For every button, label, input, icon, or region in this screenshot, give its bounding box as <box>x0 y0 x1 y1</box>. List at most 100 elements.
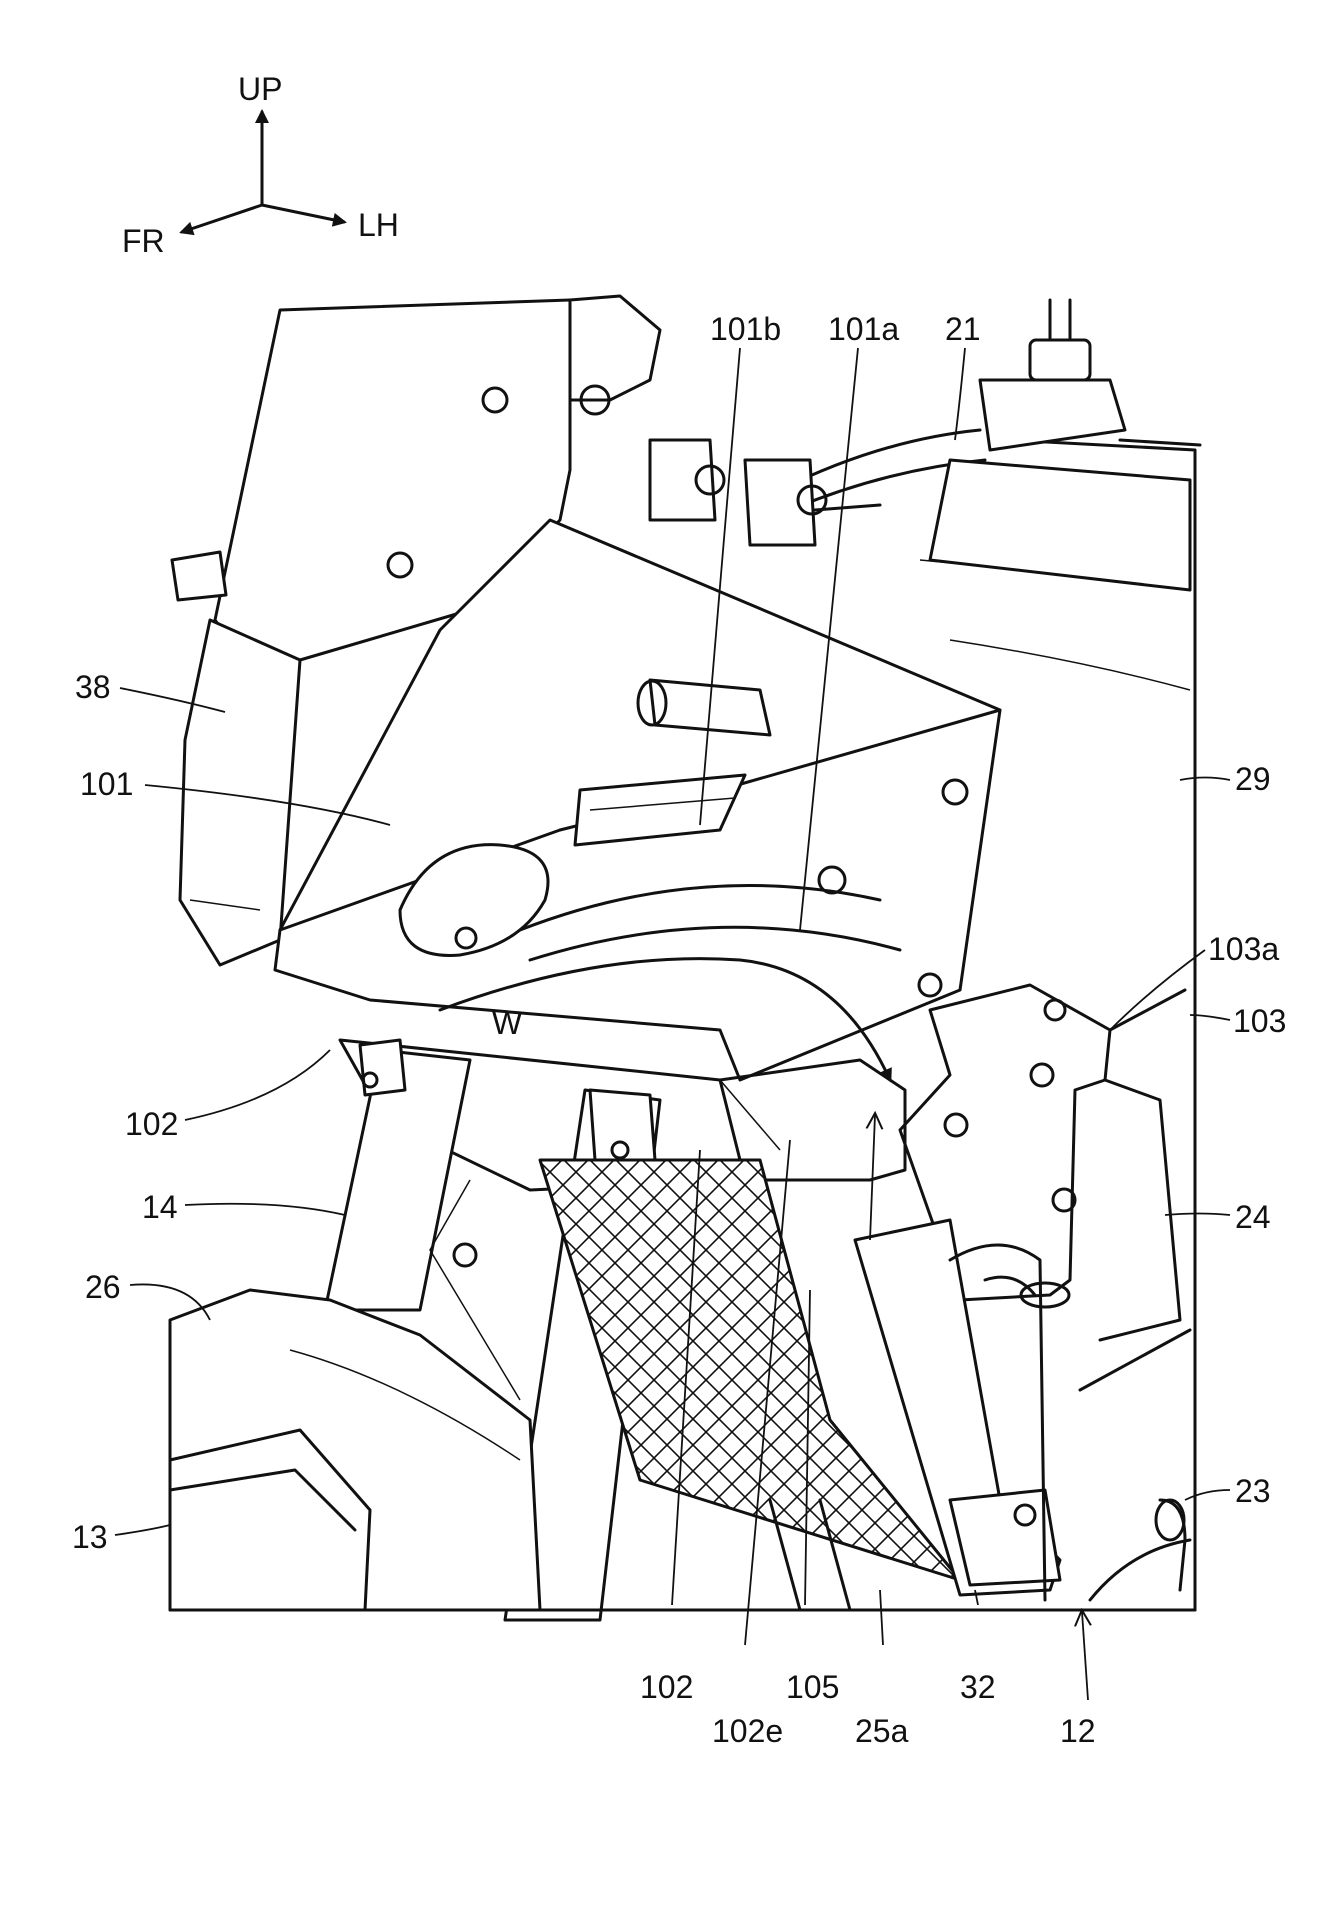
cable-pipe <box>1048 298 1072 347</box>
label-101a: 101a <box>828 311 899 347</box>
leader-101b <box>699 347 741 826</box>
duct-edge <box>719 1079 781 1151</box>
leader-29 <box>1179 776 1231 781</box>
bracket-bolt-4 <box>1051 1187 1077 1213</box>
mesh-line <box>0 1100 76 1660</box>
mesh-line <box>540 1160 753 1580</box>
mesh-line <box>1258 1100 1338 1660</box>
leader-24 <box>1164 1212 1231 1216</box>
label-101: 101 <box>80 766 133 802</box>
label-102-side: 102 <box>125 1106 178 1142</box>
mesh-line <box>0 1100 102 1660</box>
bracket-bolt-3 <box>943 1112 969 1138</box>
label-105: 105 <box>786 1669 839 1705</box>
mesh-line <box>1258 1100 1338 1660</box>
fork-clamp-2 <box>588 1088 657 1162</box>
grille-bolt <box>452 1242 478 1268</box>
mesh-line <box>540 1160 701 1580</box>
leader-26 <box>129 1283 211 1321</box>
leader-23 <box>1184 1489 1231 1501</box>
mesh-line <box>540 1160 675 1580</box>
leader-21 <box>954 347 966 441</box>
leader-lines <box>114 347 1231 1646</box>
leader-103 <box>1189 1014 1231 1021</box>
visor-bolt-2 <box>579 384 611 416</box>
mesh-line <box>540 1160 727 1580</box>
panel-24-line <box>1078 1328 1192 1392</box>
mesh-line <box>540 1160 805 1580</box>
mesh-line <box>815 1160 960 1580</box>
label-12: 12 <box>1060 1713 1096 1749</box>
side-panel-29-line <box>949 639 1191 691</box>
leader-101 <box>144 784 391 826</box>
label-25a: 25a <box>855 1713 909 1749</box>
mesh-line <box>1076 1100 1338 1660</box>
mesh-line <box>815 1160 960 1580</box>
mesh-line <box>1180 1100 1338 1660</box>
radiator-tank-32 <box>853 1218 1062 1597</box>
mesh-line <box>1206 1100 1338 1660</box>
mesh-line <box>0 1100 76 1660</box>
frame-12-arrow <box>1082 1612 1088 1701</box>
visor-bolt-3 <box>386 551 414 579</box>
clamp-bolt-1 <box>694 464 726 496</box>
leader-102-bottom <box>671 1149 701 1606</box>
direction-indicator: UP FR LH <box>122 71 399 259</box>
mesh-line <box>1232 1100 1338 1660</box>
mesh-line <box>1284 1100 1338 1660</box>
label-21: 21 <box>945 311 981 347</box>
side-reflector <box>398 843 550 957</box>
label-32: 32 <box>960 1669 996 1705</box>
label-103: 103 <box>1233 1003 1286 1039</box>
tank-cover <box>928 458 1192 592</box>
bracket-bolt-2 <box>1029 1062 1055 1088</box>
grille-side-line <box>429 1179 521 1401</box>
mesh-line <box>1102 1100 1338 1660</box>
leader-102e <box>744 1139 791 1646</box>
airflow-exit-arrow <box>870 1115 875 1241</box>
front-fender-13 <box>168 1288 542 1612</box>
mesh-line <box>841 1160 960 1580</box>
radiator-bracket <box>948 1488 1062 1587</box>
mesh-line <box>1310 1100 1338 1660</box>
pipe-23-end <box>1154 1498 1186 1542</box>
radiator-bolt <box>1013 1503 1037 1527</box>
leader-105 <box>804 1289 811 1606</box>
mesh-line <box>0 1100 180 1660</box>
mesh-line <box>1310 1100 1338 1660</box>
fr-arrow-icon <box>179 203 264 236</box>
headlight-cowl <box>178 618 302 967</box>
bracket-arm <box>1108 988 1187 1032</box>
guide-101a <box>518 883 882 932</box>
mesh-line <box>1206 1100 1338 1660</box>
mesh-line <box>1180 1100 1338 1660</box>
label-38: 38 <box>75 669 111 705</box>
mesh-line <box>0 1100 50 1660</box>
mesh-line <box>0 1100 50 1660</box>
label-103a: 103a <box>1208 931 1279 967</box>
airflow-w-arrow <box>438 957 892 1083</box>
guide-101a-lower <box>528 925 902 962</box>
label-102-bottom: 102 <box>640 1669 693 1705</box>
leader-38 <box>119 687 226 713</box>
duct-outlet-105 <box>718 1058 907 1182</box>
mesh-line <box>0 1100 24 1660</box>
visor-mount <box>568 294 662 402</box>
mirror-stalk <box>170 550 228 602</box>
mesh-line <box>1128 1100 1338 1660</box>
fender-line-3 <box>289 1349 521 1461</box>
handle-stub <box>813 503 882 512</box>
mesh-line <box>0 1100 154 1660</box>
lh-arrow-icon <box>260 203 347 227</box>
direction-up-label: UP <box>238 71 282 107</box>
fork-bolt-2 <box>610 1140 630 1160</box>
mesh-line <box>1076 1100 1338 1660</box>
leader-32 <box>974 1589 979 1606</box>
fork-tube-14 <box>323 1048 472 1312</box>
label-w: W <box>492 1005 523 1041</box>
label-23: 23 <box>1235 1473 1271 1509</box>
mesh-line <box>1128 1100 1338 1660</box>
panel-24 <box>1098 1078 1182 1342</box>
label-24: 24 <box>1235 1199 1271 1235</box>
